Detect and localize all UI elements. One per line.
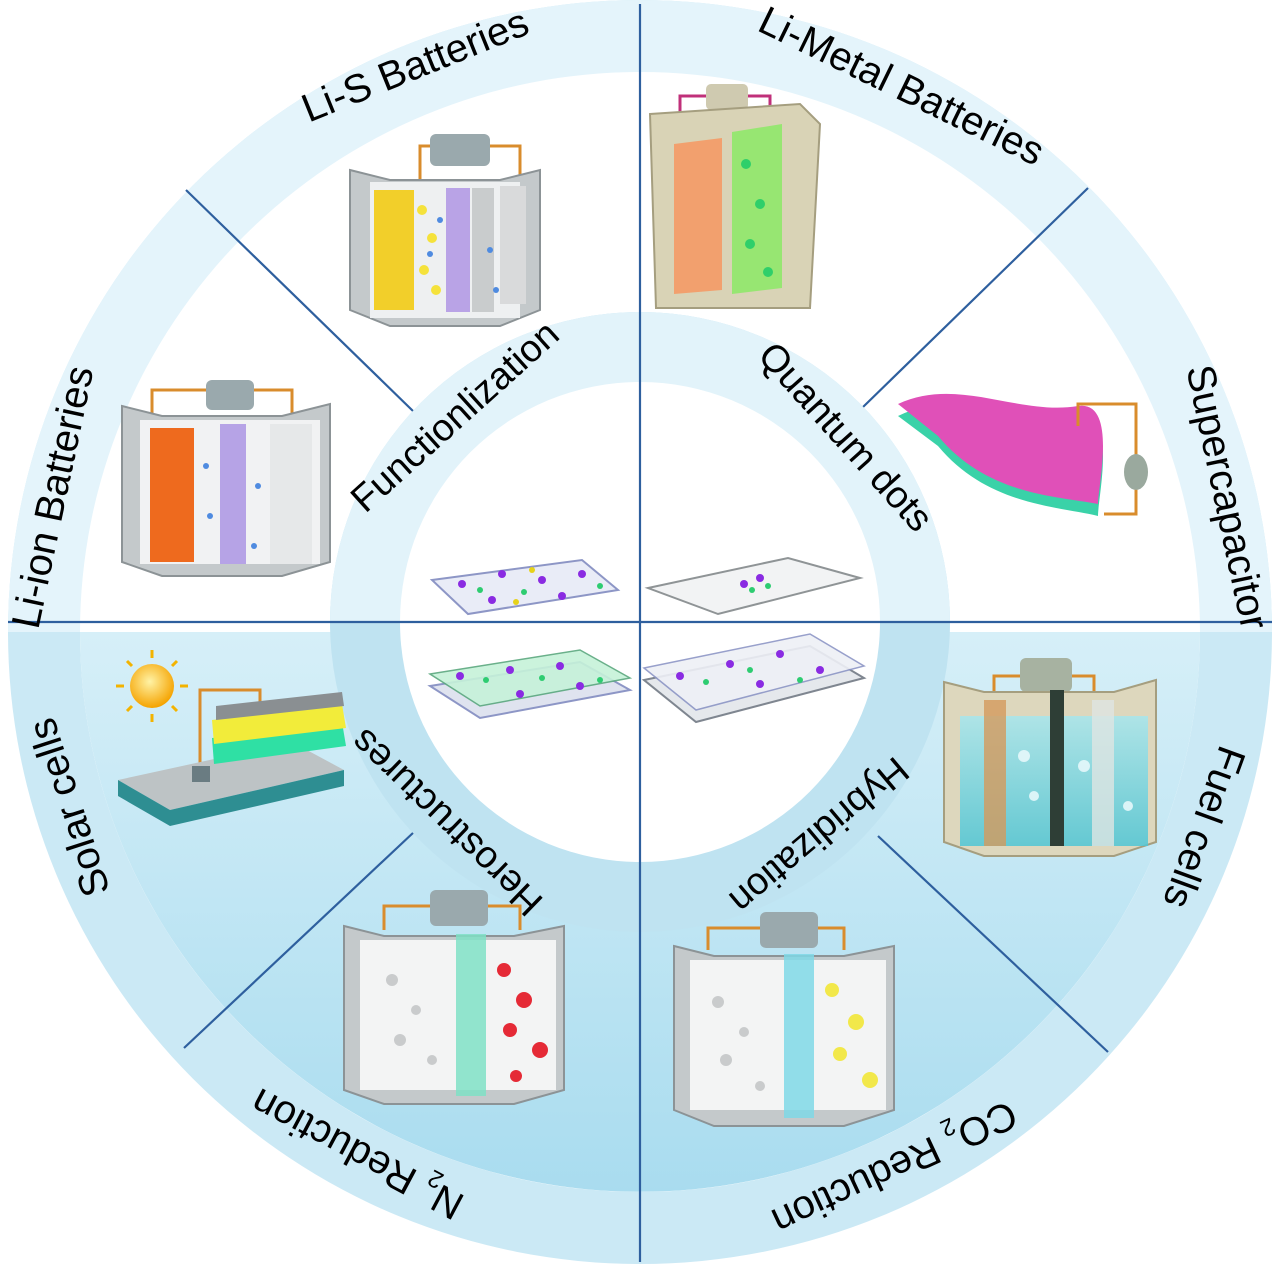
graphene-sheet-functionalization-icon: [429, 558, 621, 616]
supercapacitor-film-icon: [898, 393, 1148, 516]
sun-icon: [130, 664, 174, 708]
graphene-sheet-heterostructures-icon: [427, 649, 633, 720]
solar-cell-icon: [116, 650, 346, 826]
graphene-sheet-quantum-dots-icon: [644, 556, 864, 616]
li-ion-cell-icon: [121, 380, 331, 577]
li-metal-cell-icon: [648, 84, 822, 309]
n2-reduction-cell-icon: [343, 890, 565, 1105]
li-s-cell-icon: [349, 134, 541, 327]
sector-dividers: [8, 4, 1272, 1262]
graphene-sheet-hybridization-icon: [641, 633, 867, 724]
fuel-cell-icon: [943, 658, 1157, 857]
co2-reduction-cell-icon: [673, 912, 895, 1127]
